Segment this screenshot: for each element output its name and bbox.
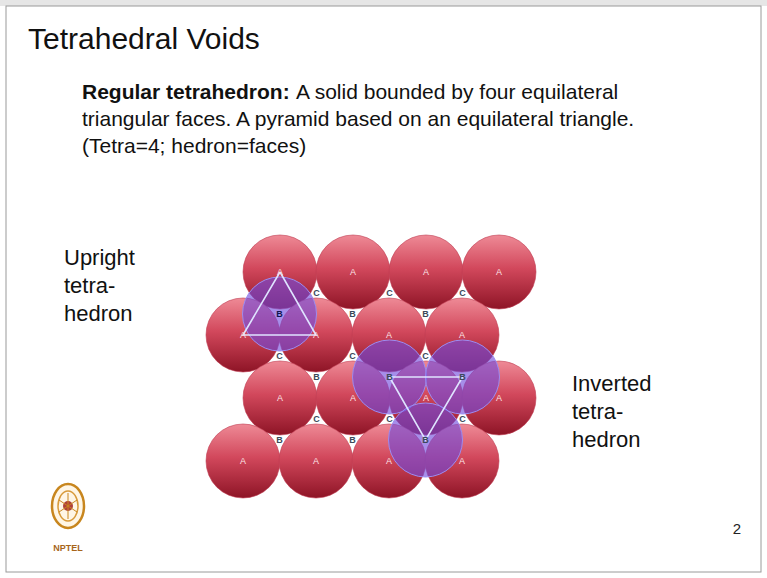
sphere-letter: A	[459, 457, 465, 466]
sphere-letter: A	[386, 457, 392, 466]
sphere-letter: A	[240, 331, 246, 340]
top-band	[0, 0, 767, 6]
site-letter: C	[349, 352, 356, 361]
sphere-letter: A	[350, 268, 356, 277]
void-label: Inverted tetra- hedron	[572, 370, 652, 454]
sphere-letter: A	[313, 457, 319, 466]
sphere-letter: A	[240, 457, 246, 466]
definition: Regular tetrahedron:A solid bounded by f…	[82, 78, 702, 159]
purple-sphere	[389, 403, 463, 477]
site-letter: C	[459, 415, 466, 424]
site-letter: C	[459, 289, 466, 298]
definition-term: Regular tetrahedron:	[82, 80, 290, 103]
site-letter: B	[422, 310, 429, 319]
sphere	[279, 424, 353, 498]
slide-frame	[6, 6, 761, 572]
site-letter: B	[349, 310, 356, 319]
sphere	[316, 235, 390, 309]
sphere-letter: A	[496, 268, 502, 277]
tetrahedron-outline	[390, 377, 463, 440]
site-letter: C	[313, 415, 320, 424]
sphere-letter: A	[423, 394, 429, 403]
sphere-letter: A	[496, 394, 502, 403]
purple-sphere	[243, 277, 317, 351]
sphere-letter: A	[313, 331, 319, 340]
site-letter: B	[459, 373, 466, 382]
site-letter: B	[276, 310, 283, 319]
sphere	[389, 235, 463, 309]
void-layer	[243, 272, 500, 477]
sphere-letter: A	[277, 268, 283, 277]
page-number: 2	[733, 521, 741, 536]
sphere	[243, 361, 317, 435]
sphere-letter: A	[423, 268, 429, 277]
sphere	[462, 235, 536, 309]
slide-title: Tetrahedral Voids	[28, 22, 260, 56]
sphere-letter: A	[459, 331, 465, 340]
void-label: Upright tetra- hedron	[64, 244, 135, 328]
sphere-letter: A	[386, 331, 392, 340]
site-letter: C	[386, 415, 393, 424]
site-letter: B	[386, 373, 393, 382]
sphere-letter: A	[350, 394, 356, 403]
site-letter: B	[313, 373, 320, 382]
sphere	[206, 424, 280, 498]
nptel-emblem	[52, 484, 84, 528]
site-letter: C	[313, 289, 320, 298]
site-letter: C	[276, 352, 283, 361]
tetrahedron-outline	[243, 272, 316, 335]
site-letter: B	[422, 436, 429, 445]
site-letter: B	[349, 436, 356, 445]
site-letter: C	[422, 352, 429, 361]
logo-text: NPTEL	[53, 544, 83, 553]
sphere-layer	[206, 235, 536, 498]
sphere-letter: A	[277, 394, 283, 403]
site-letter: C	[386, 289, 393, 298]
site-letter: B	[276, 436, 283, 445]
